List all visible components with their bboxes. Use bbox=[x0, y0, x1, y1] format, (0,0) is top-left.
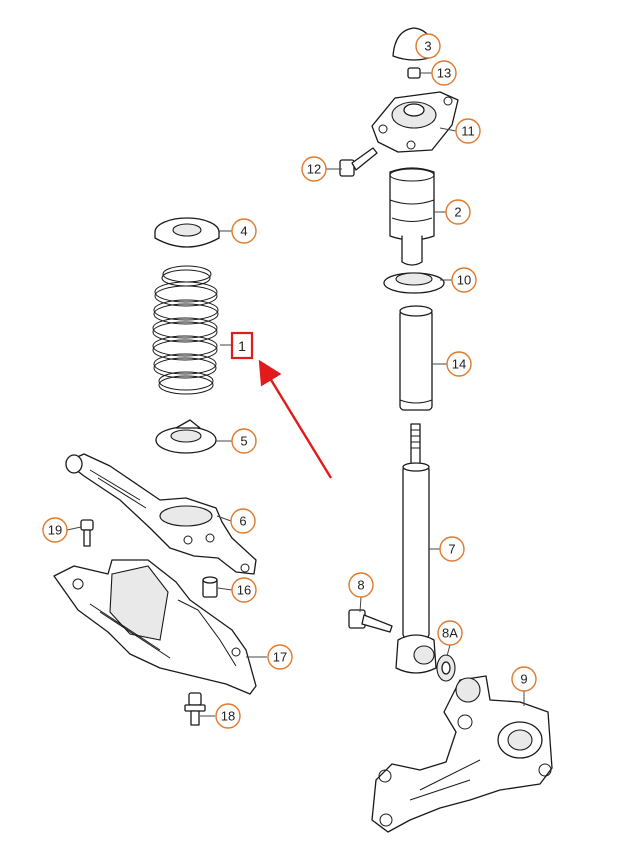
bushing-part bbox=[202, 576, 218, 598]
bolt-12-part bbox=[339, 147, 378, 177]
callout-10[interactable]: 10 bbox=[451, 267, 477, 293]
dust-boot-part bbox=[399, 305, 433, 411]
callout-10-label: 10 bbox=[457, 273, 471, 288]
callout-6[interactable]: 6 bbox=[230, 508, 256, 534]
washer-8a-part bbox=[436, 654, 456, 682]
callout-14[interactable]: 14 bbox=[446, 351, 472, 377]
callout-9-label: 9 bbox=[520, 672, 527, 687]
callout-2[interactable]: 2 bbox=[445, 199, 471, 225]
callout-18-label: 18 bbox=[221, 709, 235, 724]
callout-11-label: 11 bbox=[461, 124, 475, 139]
callout-2-label: 2 bbox=[454, 205, 461, 220]
callout-12-label: 12 bbox=[307, 162, 321, 177]
callout-3[interactable]: 3 bbox=[415, 33, 441, 59]
callout-13[interactable]: 13 bbox=[431, 60, 457, 86]
callout-16-label: 16 bbox=[237, 583, 251, 598]
callout-8[interactable]: 8 bbox=[348, 572, 374, 598]
leader-lines bbox=[66, 45, 525, 717]
callout-1-label: 1 bbox=[238, 338, 246, 354]
callout-7-label: 7 bbox=[448, 542, 455, 557]
callout-14-label: 14 bbox=[452, 357, 466, 372]
red-pointer-arrow bbox=[258, 359, 333, 479]
callout-19[interactable]: 19 bbox=[42, 517, 68, 543]
coil-spring-part bbox=[152, 265, 219, 395]
callout-4[interactable]: 4 bbox=[231, 218, 257, 244]
upper-spring-pad-part bbox=[154, 217, 220, 248]
callout-17-label: 17 bbox=[273, 650, 287, 665]
shock-absorber-part bbox=[395, 423, 437, 674]
callout-5[interactable]: 5 bbox=[231, 428, 257, 454]
callout-4-label: 4 bbox=[240, 224, 247, 239]
callout-8a-label: 8A bbox=[442, 626, 458, 641]
callout-3-label: 3 bbox=[424, 39, 431, 54]
control-arm-part bbox=[65, 453, 257, 575]
bolt-8-part bbox=[348, 609, 393, 633]
upper-spring-seat-part bbox=[383, 272, 445, 294]
top-mount-part bbox=[371, 91, 459, 153]
bump-stop-part bbox=[389, 167, 435, 266]
callout-7[interactable]: 7 bbox=[439, 536, 465, 562]
callout-8-label: 8 bbox=[357, 578, 364, 593]
callout-19-label: 19 bbox=[48, 523, 62, 538]
callout-17[interactable]: 17 bbox=[267, 644, 293, 670]
callout-13-label: 13 bbox=[437, 66, 451, 81]
lower-spring-seat-part bbox=[155, 419, 217, 454]
callout-8a[interactable]: 8A bbox=[437, 620, 463, 646]
callout-6-label: 6 bbox=[239, 514, 246, 529]
nut-part bbox=[407, 67, 421, 79]
subframe-part bbox=[53, 559, 257, 695]
bolt-18-part bbox=[184, 692, 206, 726]
callout-18[interactable]: 18 bbox=[215, 703, 241, 729]
bolt-19-part bbox=[80, 519, 94, 547]
callout-1-highlighted[interactable]: 1 bbox=[220, 331, 254, 360]
callout-12[interactable]: 12 bbox=[301, 156, 327, 182]
callout-9[interactable]: 9 bbox=[511, 666, 537, 692]
callout-11[interactable]: 11 bbox=[455, 118, 481, 144]
callout-5-label: 5 bbox=[240, 434, 247, 449]
wheel-bearing-housing-part bbox=[371, 675, 553, 833]
callout-16[interactable]: 16 bbox=[231, 577, 257, 603]
